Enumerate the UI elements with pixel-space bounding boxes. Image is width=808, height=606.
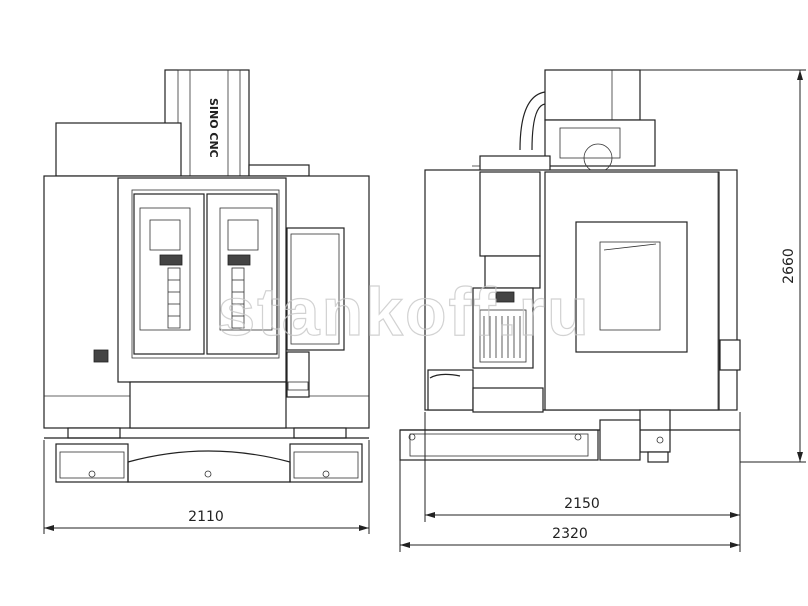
height-label: 2660 — [781, 248, 797, 284]
front-left-door — [133, 193, 205, 355]
dimension-front-width: 2110 — [43, 440, 370, 534]
front-right-door — [206, 193, 278, 355]
front-view — [43, 69, 370, 483]
front-width-label: 2110 — [188, 509, 224, 525]
side-window-frame — [575, 221, 688, 353]
watermark: stankoff.ru — [217, 274, 590, 350]
front-base-left — [55, 443, 129, 483]
dimension-side-width: 2150 — [424, 412, 741, 552]
dimension-side-overall: 2320 — [399, 460, 740, 552]
brand-label: SINO CNC — [207, 98, 220, 158]
dimension-height: 2660 — [640, 69, 806, 463]
front-control-panel — [286, 227, 345, 351]
front-base-right — [289, 443, 363, 483]
side-base — [399, 429, 599, 461]
front-left-top-box — [55, 122, 182, 177]
side-width-label: 2150 — [564, 496, 600, 512]
side-column-top — [544, 69, 641, 121]
side-view — [399, 69, 741, 463]
side-overall-width-label: 2320 — [552, 526, 588, 542]
